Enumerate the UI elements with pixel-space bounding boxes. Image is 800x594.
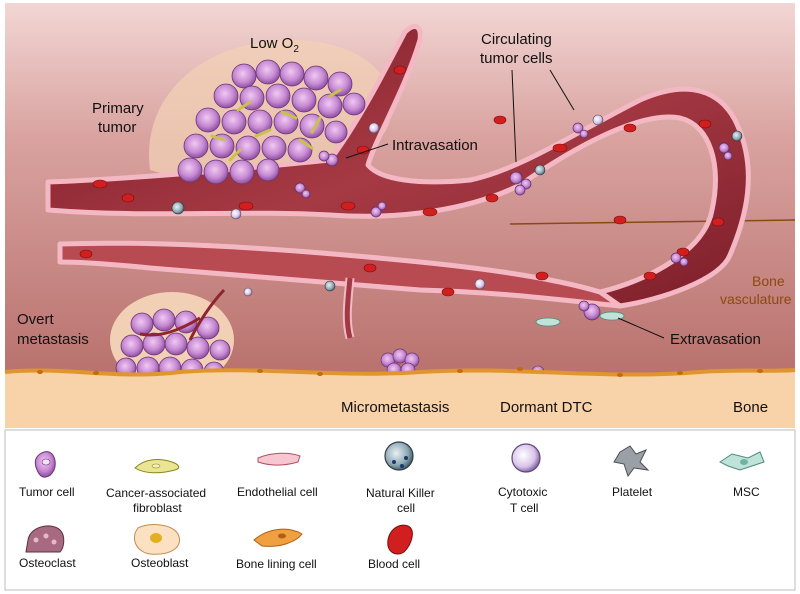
extravasation-label: Extravasation bbox=[670, 331, 761, 348]
bone-label: Bone bbox=[733, 399, 768, 416]
legend-bone-lining-label: Bone lining cell bbox=[236, 557, 317, 571]
msc-icon bbox=[719, 451, 765, 471]
platelet-icon bbox=[613, 445, 650, 478]
cytotoxic-t-cell-icon bbox=[511, 443, 541, 473]
legend-nk-label-1: Natural Killer bbox=[366, 486, 435, 500]
bone-vasculature-label-1: Bone bbox=[752, 273, 785, 289]
primary-tumor-mass bbox=[177, 59, 366, 185]
bone-lining-nuclei bbox=[37, 367, 763, 377]
low-o2-label: Low O2 bbox=[250, 35, 299, 55]
bone-vasculature-label-2: vasculature bbox=[720, 291, 792, 307]
legend-osteoblast-label: Osteoblast bbox=[131, 556, 189, 570]
lower-blood-vessel bbox=[57, 240, 623, 340]
micrometastasis-label: Micrometastasis bbox=[341, 399, 449, 416]
osteoclast-icon bbox=[25, 525, 65, 553]
bone-lining-cell-icon bbox=[253, 528, 303, 547]
blood-cell-icon bbox=[387, 524, 413, 555]
tumor-cell-icon bbox=[34, 451, 56, 478]
legend-tumor-cell-label: Tumor cell bbox=[19, 485, 75, 499]
endothelial-cell-icon bbox=[257, 452, 301, 466]
ctc-clusters bbox=[294, 122, 733, 321]
natural-killer-cell-icon bbox=[384, 441, 414, 471]
legend-blood-cell-label: Blood cell bbox=[368, 557, 420, 571]
legend-osteoclast-label: Osteoclast bbox=[19, 556, 76, 570]
legend-nk-label-2: cell bbox=[397, 501, 415, 515]
legend-caf-label-1: Cancer-associated bbox=[106, 486, 206, 500]
bone-vasculature-line bbox=[509, 219, 796, 225]
annotation-lines bbox=[345, 69, 665, 339]
overt-metastasis-label-2: metastasis bbox=[17, 331, 89, 348]
legend-platelet-label: Platelet bbox=[612, 485, 653, 499]
caf-in-tumor bbox=[210, 88, 342, 162]
legend-msc-label: MSC bbox=[733, 485, 760, 499]
circulating-label-2: tumor cells bbox=[480, 50, 553, 67]
bone-lining-layer bbox=[4, 368, 796, 377]
primary-tumor-label-1: Primary bbox=[92, 100, 144, 117]
legend-t-cell-label-2: T cell bbox=[510, 501, 538, 515]
upper-blood-vessel bbox=[45, 24, 751, 309]
primary-tumor-label-2: tumor bbox=[98, 119, 136, 136]
dormant-dtc-label: Dormant DTC bbox=[500, 399, 593, 416]
intravasation-label: Intravasation bbox=[392, 137, 478, 154]
osteoblast-icon bbox=[134, 524, 180, 555]
legend-endothelial-label: Endothelial cell bbox=[237, 485, 318, 499]
bone-layer bbox=[5, 370, 795, 428]
caf-icon bbox=[134, 459, 180, 474]
legend-caf-label-2: fibroblast bbox=[133, 501, 182, 515]
overt-metastasis-label-1: Overt bbox=[17, 311, 55, 328]
legend-t-cell-label-1: Cytotoxic bbox=[498, 485, 547, 499]
circulating-label-1: Circulating bbox=[481, 31, 552, 48]
